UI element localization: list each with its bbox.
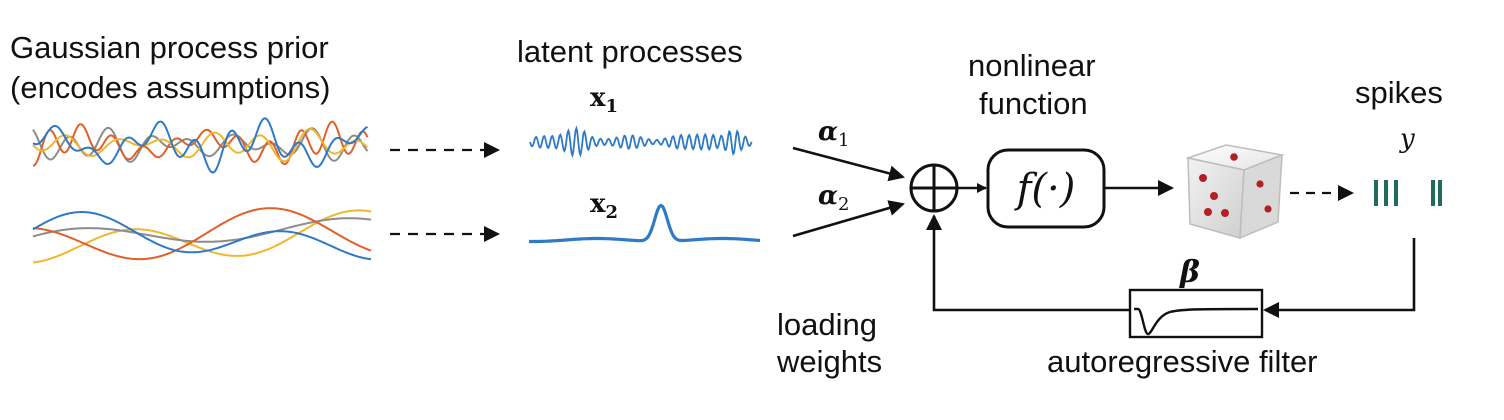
gp-sample-fast-4 <box>32 117 369 174</box>
loading-weights-line1: loading <box>777 307 877 342</box>
alpha2-arrow <box>792 200 905 238</box>
alpha1-label: α1 <box>818 117 849 151</box>
alpha1-arrow <box>792 146 905 182</box>
filter-to-sum-arrow <box>926 214 1130 312</box>
gp-sample-slow-1 <box>32 209 372 264</box>
gp-prior-title-line1: Gaussian process prior <box>10 30 329 65</box>
spike-train <box>1374 180 1442 206</box>
loading-weights-line2: weights <box>776 344 882 379</box>
latent-trace-x1 <box>529 125 753 159</box>
gp-sample-slow-2 <box>32 217 372 243</box>
die-icon <box>1185 144 1285 240</box>
x2-label: x2 <box>590 189 618 223</box>
autoregressive-filter-box <box>1128 288 1264 339</box>
gp-samples-fast <box>32 117 369 174</box>
beta-symbol: β <box>1179 255 1200 290</box>
gp-sample-slow-3 <box>32 207 372 261</box>
gp-prior-title-line2: (encodes assumptions) <box>10 70 331 105</box>
autoregressive-filter-label: autoregressive filter <box>1047 344 1318 379</box>
f-symbol: f(·) <box>1014 166 1076 212</box>
x1-label: x1 <box>590 83 618 117</box>
nonlinear-function-line2: function <box>979 86 1088 121</box>
spikes-to-filter-arrow <box>1263 238 1416 318</box>
gp-sample-fast-2 <box>32 120 369 167</box>
nonlinear-function-line1: nonlinear <box>968 48 1096 83</box>
gp-samples-slow <box>32 207 372 264</box>
circle-plus-icon <box>909 163 959 213</box>
y-symbol: y <box>1399 124 1415 154</box>
spikes-title: spikes <box>1355 75 1443 110</box>
gp-sample-slow-4 <box>32 211 372 261</box>
alpha2-label: α2 <box>818 181 849 215</box>
latent-processes-title: latent processes <box>517 34 743 69</box>
filter-kernel-trace <box>1134 307 1259 336</box>
latent-trace-x2 <box>529 203 760 244</box>
